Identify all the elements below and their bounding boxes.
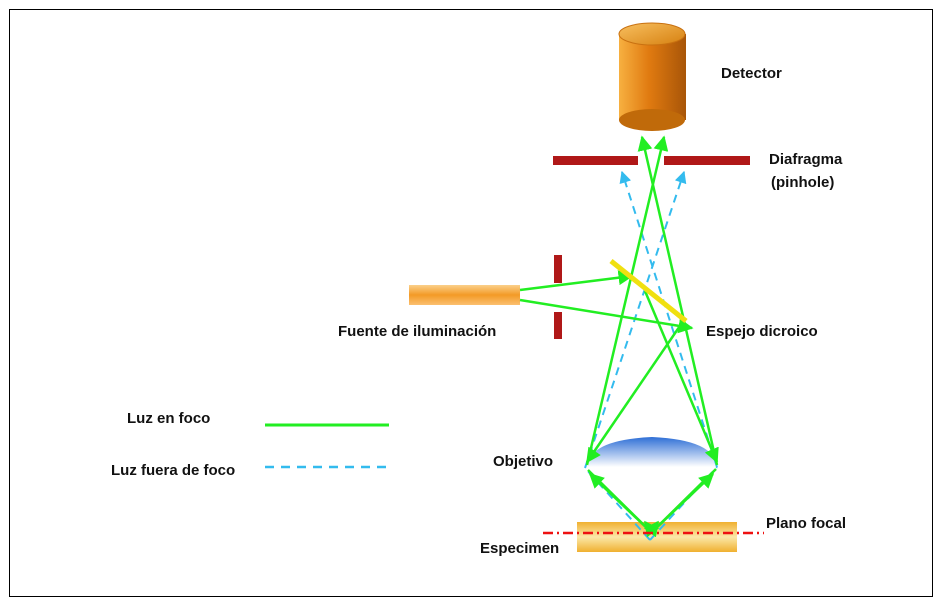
objective-lens	[588, 437, 716, 467]
label-detector: Detector	[721, 65, 782, 82]
source-slit-bottom	[554, 312, 562, 339]
label-espejo: Espejo dicroico	[706, 323, 818, 340]
label-plano-focal: Plano focal	[766, 515, 847, 532]
pinhole-bar-left	[553, 156, 638, 165]
label-objetivo: Objetivo	[493, 453, 554, 470]
pinhole-bar-right	[664, 156, 750, 165]
label-diafragma: Diafragma	[769, 151, 843, 168]
label-pinhole: (pinhole)	[771, 174, 835, 191]
detector-cylinder-icon	[618, 22, 686, 131]
label-fuente: Fuente de iluminación	[338, 323, 497, 340]
legend-label-out-of-focus: Luz fuera de foco	[111, 462, 236, 479]
source-slit-top	[554, 255, 562, 283]
label-especimen: Especimen	[480, 540, 560, 557]
light-source-bar	[409, 285, 520, 305]
in-focus-rays	[519, 135, 719, 538]
legend-label-in-focus: Luz en foco	[127, 410, 211, 427]
dichroic-mirror	[609, 259, 688, 323]
